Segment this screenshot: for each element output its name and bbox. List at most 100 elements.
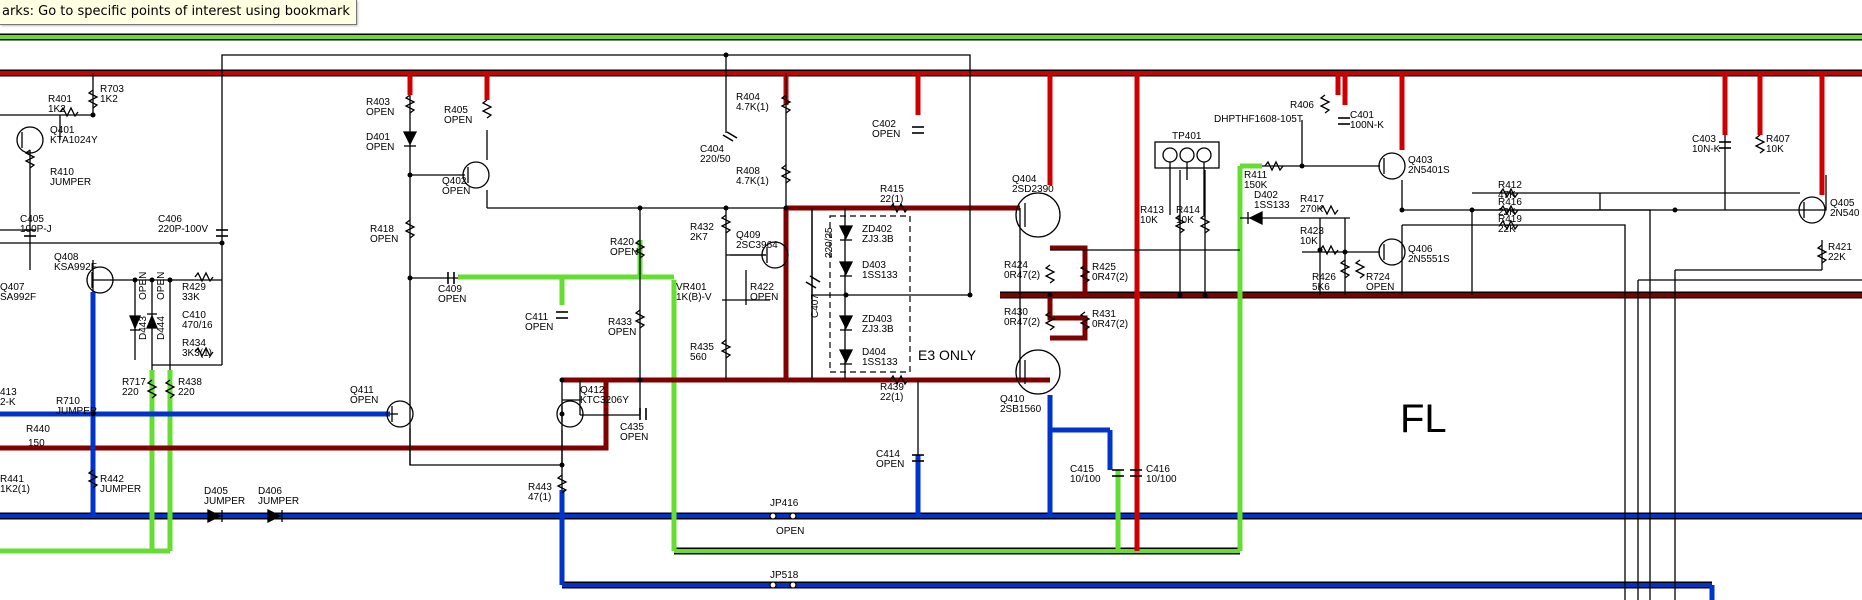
label-line: R717: [122, 377, 146, 388]
label-line: 150: [28, 438, 45, 449]
label-line: D401: [366, 132, 390, 143]
label-line: C404: [700, 144, 724, 155]
label-line: OPEN: [876, 459, 904, 470]
label-line: SA992F: [0, 292, 36, 303]
label-line: JUMPER: [50, 177, 91, 188]
label-line: C406: [158, 214, 182, 225]
label-line: R724: [1366, 272, 1390, 283]
label-line: 22(1): [880, 194, 903, 205]
label-line: 2SB1560: [1000, 404, 1042, 415]
label-line: JUMPER: [258, 496, 299, 507]
label-r440: R440: [26, 424, 50, 435]
label-line: R421: [1828, 242, 1852, 253]
label-line: R703: [100, 84, 124, 95]
label-open1: OPEN: [138, 272, 149, 300]
label-line: R434: [182, 338, 206, 349]
e3-only-region: [829, 215, 911, 373]
label-line: R425: [1092, 262, 1116, 273]
label-line: Q404: [1012, 174, 1037, 185]
label-line: 0R47(2): [1092, 319, 1128, 330]
label-open2: OPEN: [156, 272, 167, 300]
label-line: D403: [862, 260, 886, 271]
label-line: ZD402: [862, 224, 892, 235]
label-line: JUMPER: [100, 484, 141, 495]
label-line: VR401: [676, 282, 707, 293]
green-bottom-rail: [0, 163, 1262, 555]
label-line: C405: [20, 214, 44, 225]
label-line: R418: [370, 224, 394, 235]
label-line: OPEN: [442, 186, 470, 197]
capacitor-symbols: [24, 117, 1731, 477]
label-line: C403: [1692, 134, 1716, 145]
label-line: KTC3206Y: [580, 395, 629, 406]
label-line: JUMPER: [204, 496, 245, 507]
label-line: C414: [876, 449, 900, 460]
label-line: R440: [26, 424, 50, 435]
label-line: 47K: [1498, 190, 1516, 201]
label-line: 2K7: [690, 232, 708, 243]
label-line: 10K: [1140, 215, 1158, 226]
label-line: R401: [48, 94, 72, 105]
section-label-fl: FL: [1400, 397, 1447, 441]
label-line: OPEN: [366, 107, 394, 118]
label-line: 100P-J: [20, 224, 52, 235]
label-line: R433: [608, 317, 632, 328]
label-line: R407: [1766, 134, 1790, 145]
label-line: 1SS133: [862, 270, 898, 281]
label-jp416o: OPEN: [776, 526, 804, 537]
label-line: Q410: [1000, 394, 1025, 405]
label-line: C407: [810, 294, 821, 318]
label-line: D405: [204, 486, 228, 497]
label-line: 4.7K(1): [736, 102, 769, 113]
label-line: OPEN: [366, 142, 394, 153]
label-line: KTA1024Y: [50, 135, 98, 146]
label-line: D406: [258, 486, 282, 497]
label-line: 2N5551S: [1408, 254, 1450, 265]
label-jp518: JP518: [770, 570, 799, 581]
bookmark-tooltip: arks: Go to specific points of interest …: [0, 0, 357, 25]
label-line: OPEN: [438, 294, 466, 305]
label-line: 220: [122, 387, 139, 398]
label-line: ZJ3.3B: [862, 324, 894, 335]
label-line: R442: [100, 474, 124, 485]
label-c407: C407: [810, 294, 821, 318]
label-line: OPEN: [620, 432, 648, 443]
label-v150: 150: [28, 438, 45, 449]
label-line: OPEN: [610, 247, 638, 258]
label-line: 5K6: [1312, 282, 1330, 293]
label-line: JP416: [770, 498, 799, 509]
label-line: C435: [620, 422, 644, 433]
label-line: 10/100: [1146, 474, 1177, 485]
